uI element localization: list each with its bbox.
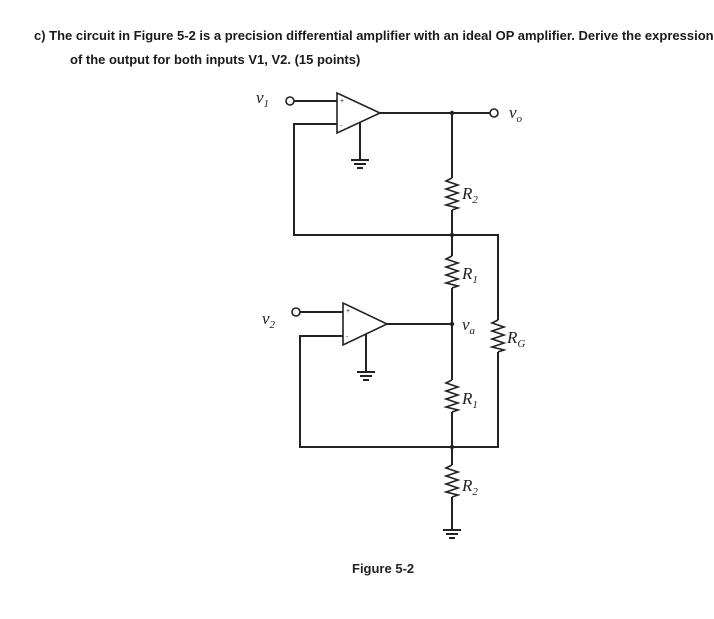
opamp-bottom-plus: + bbox=[346, 308, 350, 315]
v1-terminal bbox=[285, 96, 295, 106]
ground-icon-bottom bbox=[443, 529, 461, 539]
opamp-bottom-minus: - bbox=[346, 334, 349, 341]
r2-bottom-label: R2 bbox=[461, 476, 478, 498]
v2-terminal bbox=[291, 307, 301, 317]
r1-lower-label: R1 bbox=[461, 389, 478, 411]
rg-label: RG bbox=[506, 328, 525, 350]
r1-upper-label: R1 bbox=[461, 264, 478, 286]
figure-caption: Figure 5-2 bbox=[352, 561, 414, 576]
question-line-1: c) The circuit in Figure 5-2 is a precis… bbox=[34, 28, 714, 43]
question-line-2: of the output for both inputs V1, V2. (1… bbox=[70, 52, 361, 67]
opamp-top: + - bbox=[336, 91, 382, 135]
resistor-r2-bottom bbox=[443, 464, 461, 498]
vo-terminal bbox=[489, 108, 499, 118]
ground-icon-middle bbox=[357, 371, 375, 381]
opamp-top-minus: - bbox=[340, 123, 343, 130]
resistor-r2-top bbox=[443, 177, 461, 211]
resistor-rg bbox=[489, 319, 507, 353]
vo-label: vo bbox=[509, 103, 523, 125]
resistor-r1-lower bbox=[443, 379, 461, 413]
v1-label: v1 bbox=[256, 88, 269, 110]
ground-icon-top bbox=[351, 159, 369, 169]
resistor-r1-upper bbox=[443, 255, 461, 289]
r2-top-label: R2 bbox=[461, 184, 478, 206]
opamp-top-plus: + bbox=[340, 98, 344, 105]
question-text: c) The circuit in Figure 5-2 is a precis… bbox=[34, 24, 714, 72]
va-label: va bbox=[462, 315, 476, 337]
v2-label: v2 bbox=[262, 309, 276, 331]
